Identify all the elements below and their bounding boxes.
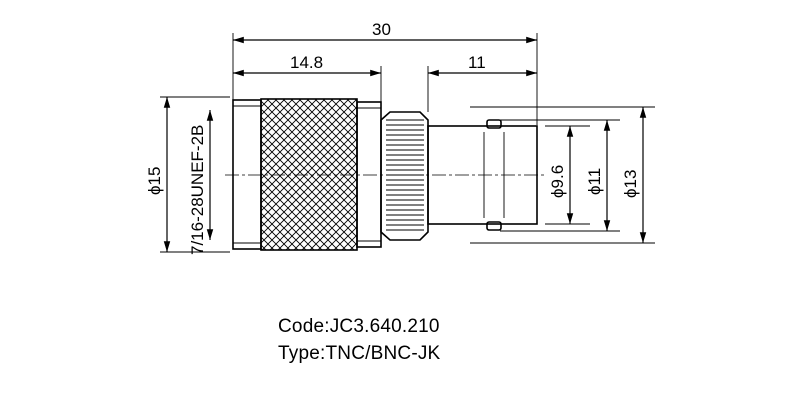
dimension-lines-top [233, 36, 537, 77]
product-code: Code:JC3.640.210 [278, 316, 440, 337]
dimension-lines-left [163, 97, 214, 252]
dim-bnc-length: 11 [468, 53, 486, 72]
connector-body [225, 98, 545, 251]
dimension-lines-right [566, 107, 647, 243]
product-type: Type:TNC/BNC-JK [278, 343, 441, 364]
dim-knurl-length: 14.8 [290, 53, 323, 72]
dim-diameter-9-6: ϕ9.6 [548, 165, 567, 198]
dim-diameter-15: ϕ15 [145, 167, 164, 195]
dim-diameter-11: ϕ11 [585, 168, 604, 195]
dim-diameter-13: ϕ13 [621, 170, 640, 198]
extension-lines [160, 33, 655, 253]
dim-overall-length: 30 [372, 20, 391, 39]
dim-thread-spec: 7/16-28UNEF-2B [188, 125, 207, 255]
